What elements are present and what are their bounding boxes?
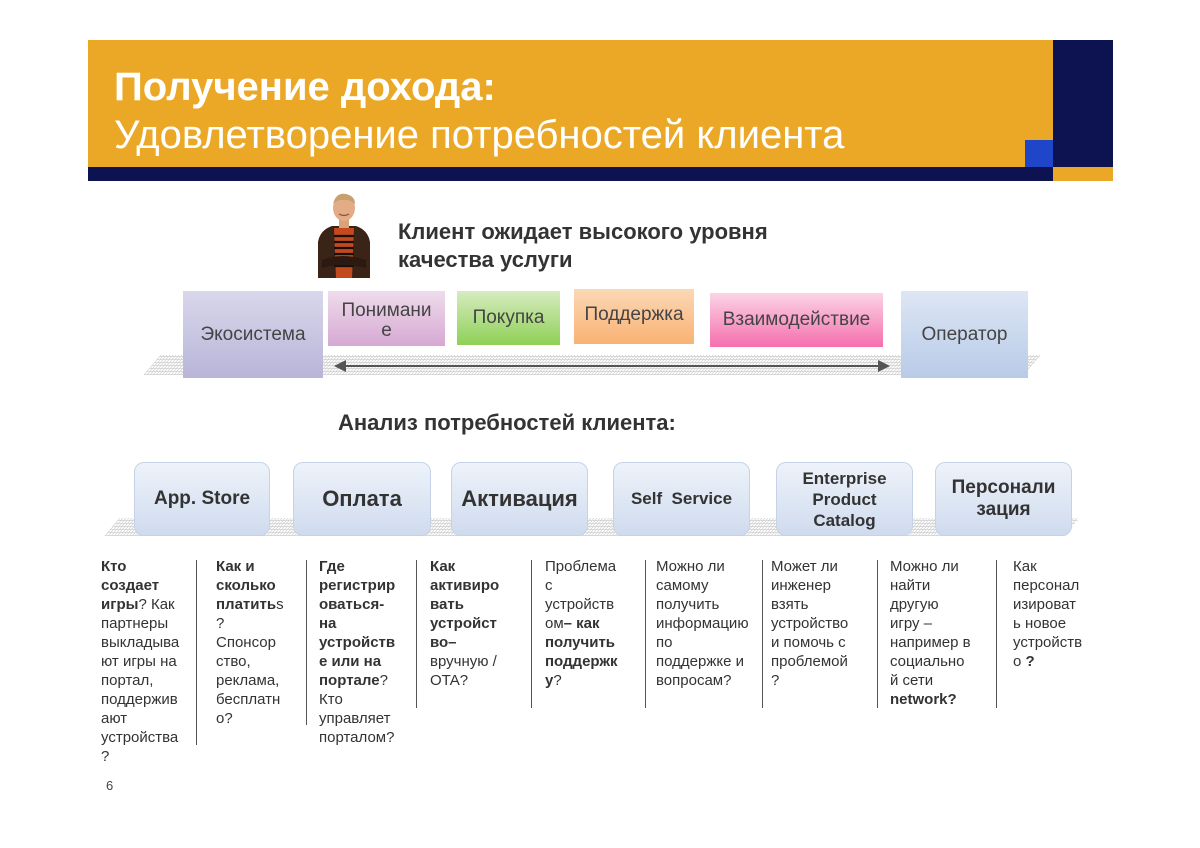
column-activation: Как активиро вать устройст во– вручную /… — [430, 557, 520, 690]
ecosystem-box: Экосистема — [183, 291, 323, 378]
navy-strip — [88, 167, 1113, 181]
slide-title: Получение дохода: — [114, 65, 496, 109]
column-bold: network? — [890, 691, 957, 708]
analysis-title-colon: : — [668, 410, 676, 435]
column-divider — [196, 560, 197, 745]
category-self-service: Self Service — [613, 462, 750, 536]
category-payment: Оплата — [293, 462, 431, 536]
gold-bar-decoration — [1067, 167, 1113, 181]
column-text: Можно ли найти другую игру – например в … — [890, 558, 971, 689]
column-self-service: Можно ли самому получить информацию по п… — [656, 557, 761, 690]
column-bold: Как активиро вать устройст во– — [430, 558, 500, 651]
understanding-label: Понимани е — [341, 299, 432, 341]
interaction-box: Взаимодействие — [710, 293, 883, 347]
client-person-icon — [312, 190, 376, 278]
category-enterprise-catalog: Enterprise Product Catalog — [776, 462, 913, 536]
client-text-line1: Клиент ожидает высокого уровня — [398, 219, 768, 244]
column-bold: – как получить поддержк у — [545, 615, 618, 689]
column-bold: ? — [1025, 653, 1035, 670]
column-divider — [877, 560, 878, 708]
client-expectation-text: Клиент ожидает высокого уровня качества … — [398, 218, 858, 274]
column-text: вручную / OTA? — [430, 653, 497, 689]
column-text: Можно ли самому получить информацию по п… — [656, 558, 749, 689]
column-text: ? Как партнеры выкладыва ют игры на порт… — [101, 596, 180, 765]
column-text: Может ли инженер взять устройство и помо… — [771, 558, 849, 689]
column-text-pre: Проблема с устройств ом — [545, 558, 617, 632]
client-text-line2: качества услуги — [398, 247, 573, 272]
category-personalization: Персонали зация — [935, 462, 1072, 536]
column-divider — [306, 560, 307, 725]
column-payment: Как и сколько платитьs ? Спонсор ство, р… — [216, 557, 306, 728]
column-text: ? Кто управляет порталом? — [319, 672, 395, 746]
purchase-box: Покупка — [457, 291, 560, 345]
column-support-problem: Проблема с устройств ом– как получить по… — [545, 557, 635, 690]
category-activation: Активация — [451, 462, 588, 536]
column-social-network: Можно ли найти другую игру – например в … — [890, 557, 988, 709]
column-divider — [531, 560, 532, 708]
double-arrow-icon — [334, 360, 890, 372]
column-divider — [762, 560, 763, 708]
slide-subtitle: Удовлетворение потребностей клиента — [114, 113, 845, 157]
column-text: ? — [553, 672, 562, 689]
page-number: 6 — [106, 778, 114, 793]
column-divider — [416, 560, 417, 708]
support-box: Поддержка — [574, 289, 694, 344]
gold-square-decoration — [1053, 167, 1067, 181]
column-registration: Где регистрир оваться- на устройств е ил… — [319, 557, 414, 747]
analysis-title-text: Анализ потребностей клиента — [338, 410, 669, 435]
column-bold: Где регистрир оваться- на устройств е ил… — [319, 558, 396, 689]
column-text: s ? Спонсор ство, реклама, бесплатн о? — [216, 596, 284, 727]
blue-square-decoration — [1025, 140, 1053, 167]
column-personalization: Как персонал изироват ь новое устройств … — [1013, 557, 1103, 671]
analysis-title: Анализ потребностей клиента: — [338, 410, 676, 436]
column-divider — [996, 560, 997, 708]
column-bold: Кто создает игры — [101, 558, 160, 613]
understanding-box: Понимани е — [328, 291, 445, 346]
column-bold: Как и сколько платить — [216, 558, 277, 613]
title-banner — [88, 40, 1053, 167]
column-engineer: Может ли инженер взять устройство и помо… — [771, 557, 869, 690]
operator-box: Оператор — [901, 291, 1028, 378]
column-text: Как персонал изироват ь новое устройств … — [1013, 558, 1083, 670]
column-app-store: Кто создает игры? Как партнеры выкладыва… — [101, 557, 196, 766]
navy-corner-block — [1053, 40, 1113, 167]
column-divider — [645, 560, 646, 708]
category-app-store: App. Store — [134, 462, 270, 536]
